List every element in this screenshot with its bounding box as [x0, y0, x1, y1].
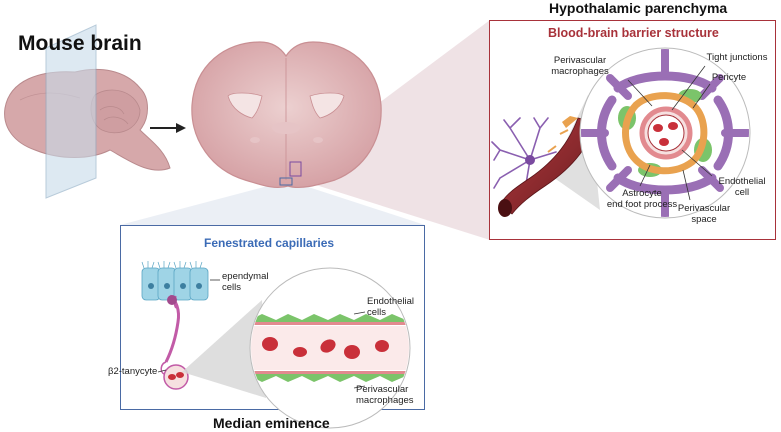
label-ependymal-cells: ependymal cells [222, 271, 269, 293]
arrow-to-section [150, 123, 186, 133]
zoom-cone-fen [120, 182, 425, 225]
coronal-brain-slice [191, 41, 382, 189]
roi-hypothalamus [289, 161, 302, 177]
bbb-cross-section [581, 49, 749, 217]
label-endothelial-cell: Endothelial cell [718, 176, 766, 198]
fen-zoom-cone [182, 300, 266, 398]
fen-leader-lines [157, 279, 366, 389]
hypothalamic-title: Hypothalamic parenchyma [549, 0, 728, 16]
label-astrocyte-end-foot: Astrocyte end foot process [606, 188, 678, 210]
roi-median-eminence [279, 177, 293, 186]
tanycyte [160, 294, 180, 375]
label-b2-tanycyte: β2-tanycyte [108, 366, 158, 377]
label-perivascular-space: Perivascular space [677, 203, 731, 225]
blood-vessel [498, 116, 595, 217]
median-eminence-title: Median eminence [213, 415, 330, 431]
zoom-cone-bbb [290, 20, 490, 240]
section-plane [45, 24, 97, 199]
ependymal-cells [141, 261, 209, 301]
fen-header: Fenestrated capillaries [204, 236, 335, 250]
astrocyte-cell [491, 117, 557, 199]
label-pericyte: Pericyte [711, 72, 747, 83]
label-perivascular-macrophages: Perivascular macrophages [551, 55, 609, 77]
small-capillary [163, 364, 189, 390]
label-perivascular-macrophages-fen: Perivascular macrophages [356, 384, 414, 406]
bbb-leader-lines [627, 65, 713, 201]
fen-cross-section [251, 314, 409, 382]
sagittal-brain [4, 24, 171, 199]
bbb-header: Blood-brain barrier structure [548, 26, 719, 40]
label-endothelial-cells: Endothelial cells [367, 296, 415, 318]
label-tight-junctions: Tight junctions [706, 52, 768, 63]
mouse-brain-title: Mouse brain [18, 32, 142, 55]
